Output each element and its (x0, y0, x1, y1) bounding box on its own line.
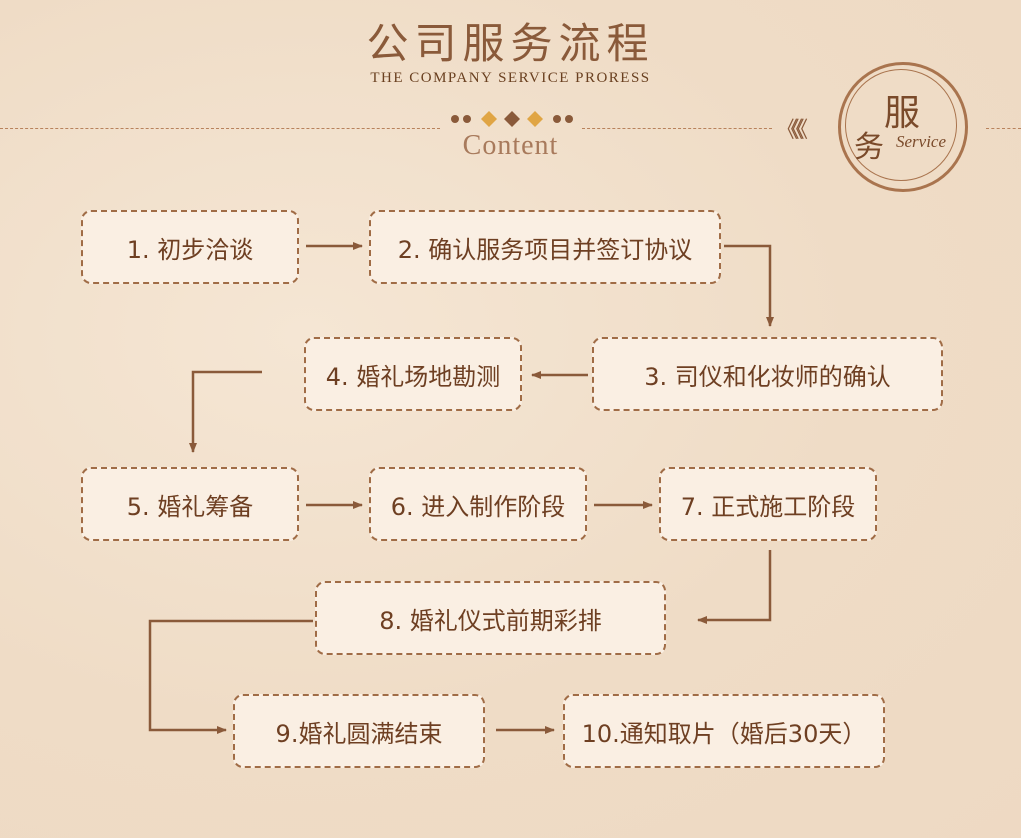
step-2-box: 2. 确认服务项目并签订协议 (369, 210, 721, 284)
step-8-box: 8. 婚礼仪式前期彩排 (315, 581, 666, 655)
arrow-7-to-8 (697, 550, 772, 624)
step-7-box: 7. 正式施工阶段 (659, 467, 877, 541)
seal-char-fu: 服 (884, 93, 921, 134)
content-label: Content (462, 130, 559, 161)
header-divider-mid (582, 128, 772, 129)
step-3-box: 3. 司仪和化妆师的确认 (592, 337, 943, 411)
step-6-box: 6. 进入制作阶段 (369, 467, 587, 541)
arrow-2-to-3 (724, 244, 774, 327)
step-1-box: 1. 初步洽谈 (81, 210, 299, 284)
page-title: 公司服务流程 (366, 19, 655, 68)
arrow-8-to-9 (148, 619, 313, 734)
arrow-4-to-5 (189, 370, 262, 453)
step-5-box: 5. 婚礼筹备 (81, 467, 299, 541)
step-10-box: 10.通知取片（婚后30天） (563, 694, 885, 768)
step-4-box: 4. 婚礼场地勘测 (304, 337, 522, 411)
page-subtitle: THE COMPANY SERVICE PRORESS (370, 70, 651, 86)
diamond-ornament-icon (451, 111, 573, 127)
header-divider-right (986, 128, 1021, 129)
seal-english: Service (896, 132, 947, 151)
step-9-box: 9.婚礼圆满结束 (233, 694, 485, 768)
service-seal: 服 务 Service (838, 62, 968, 192)
seal-char-wu: 务 (854, 130, 884, 165)
seal-inner-ring (845, 69, 957, 181)
header-divider-left (0, 128, 440, 129)
